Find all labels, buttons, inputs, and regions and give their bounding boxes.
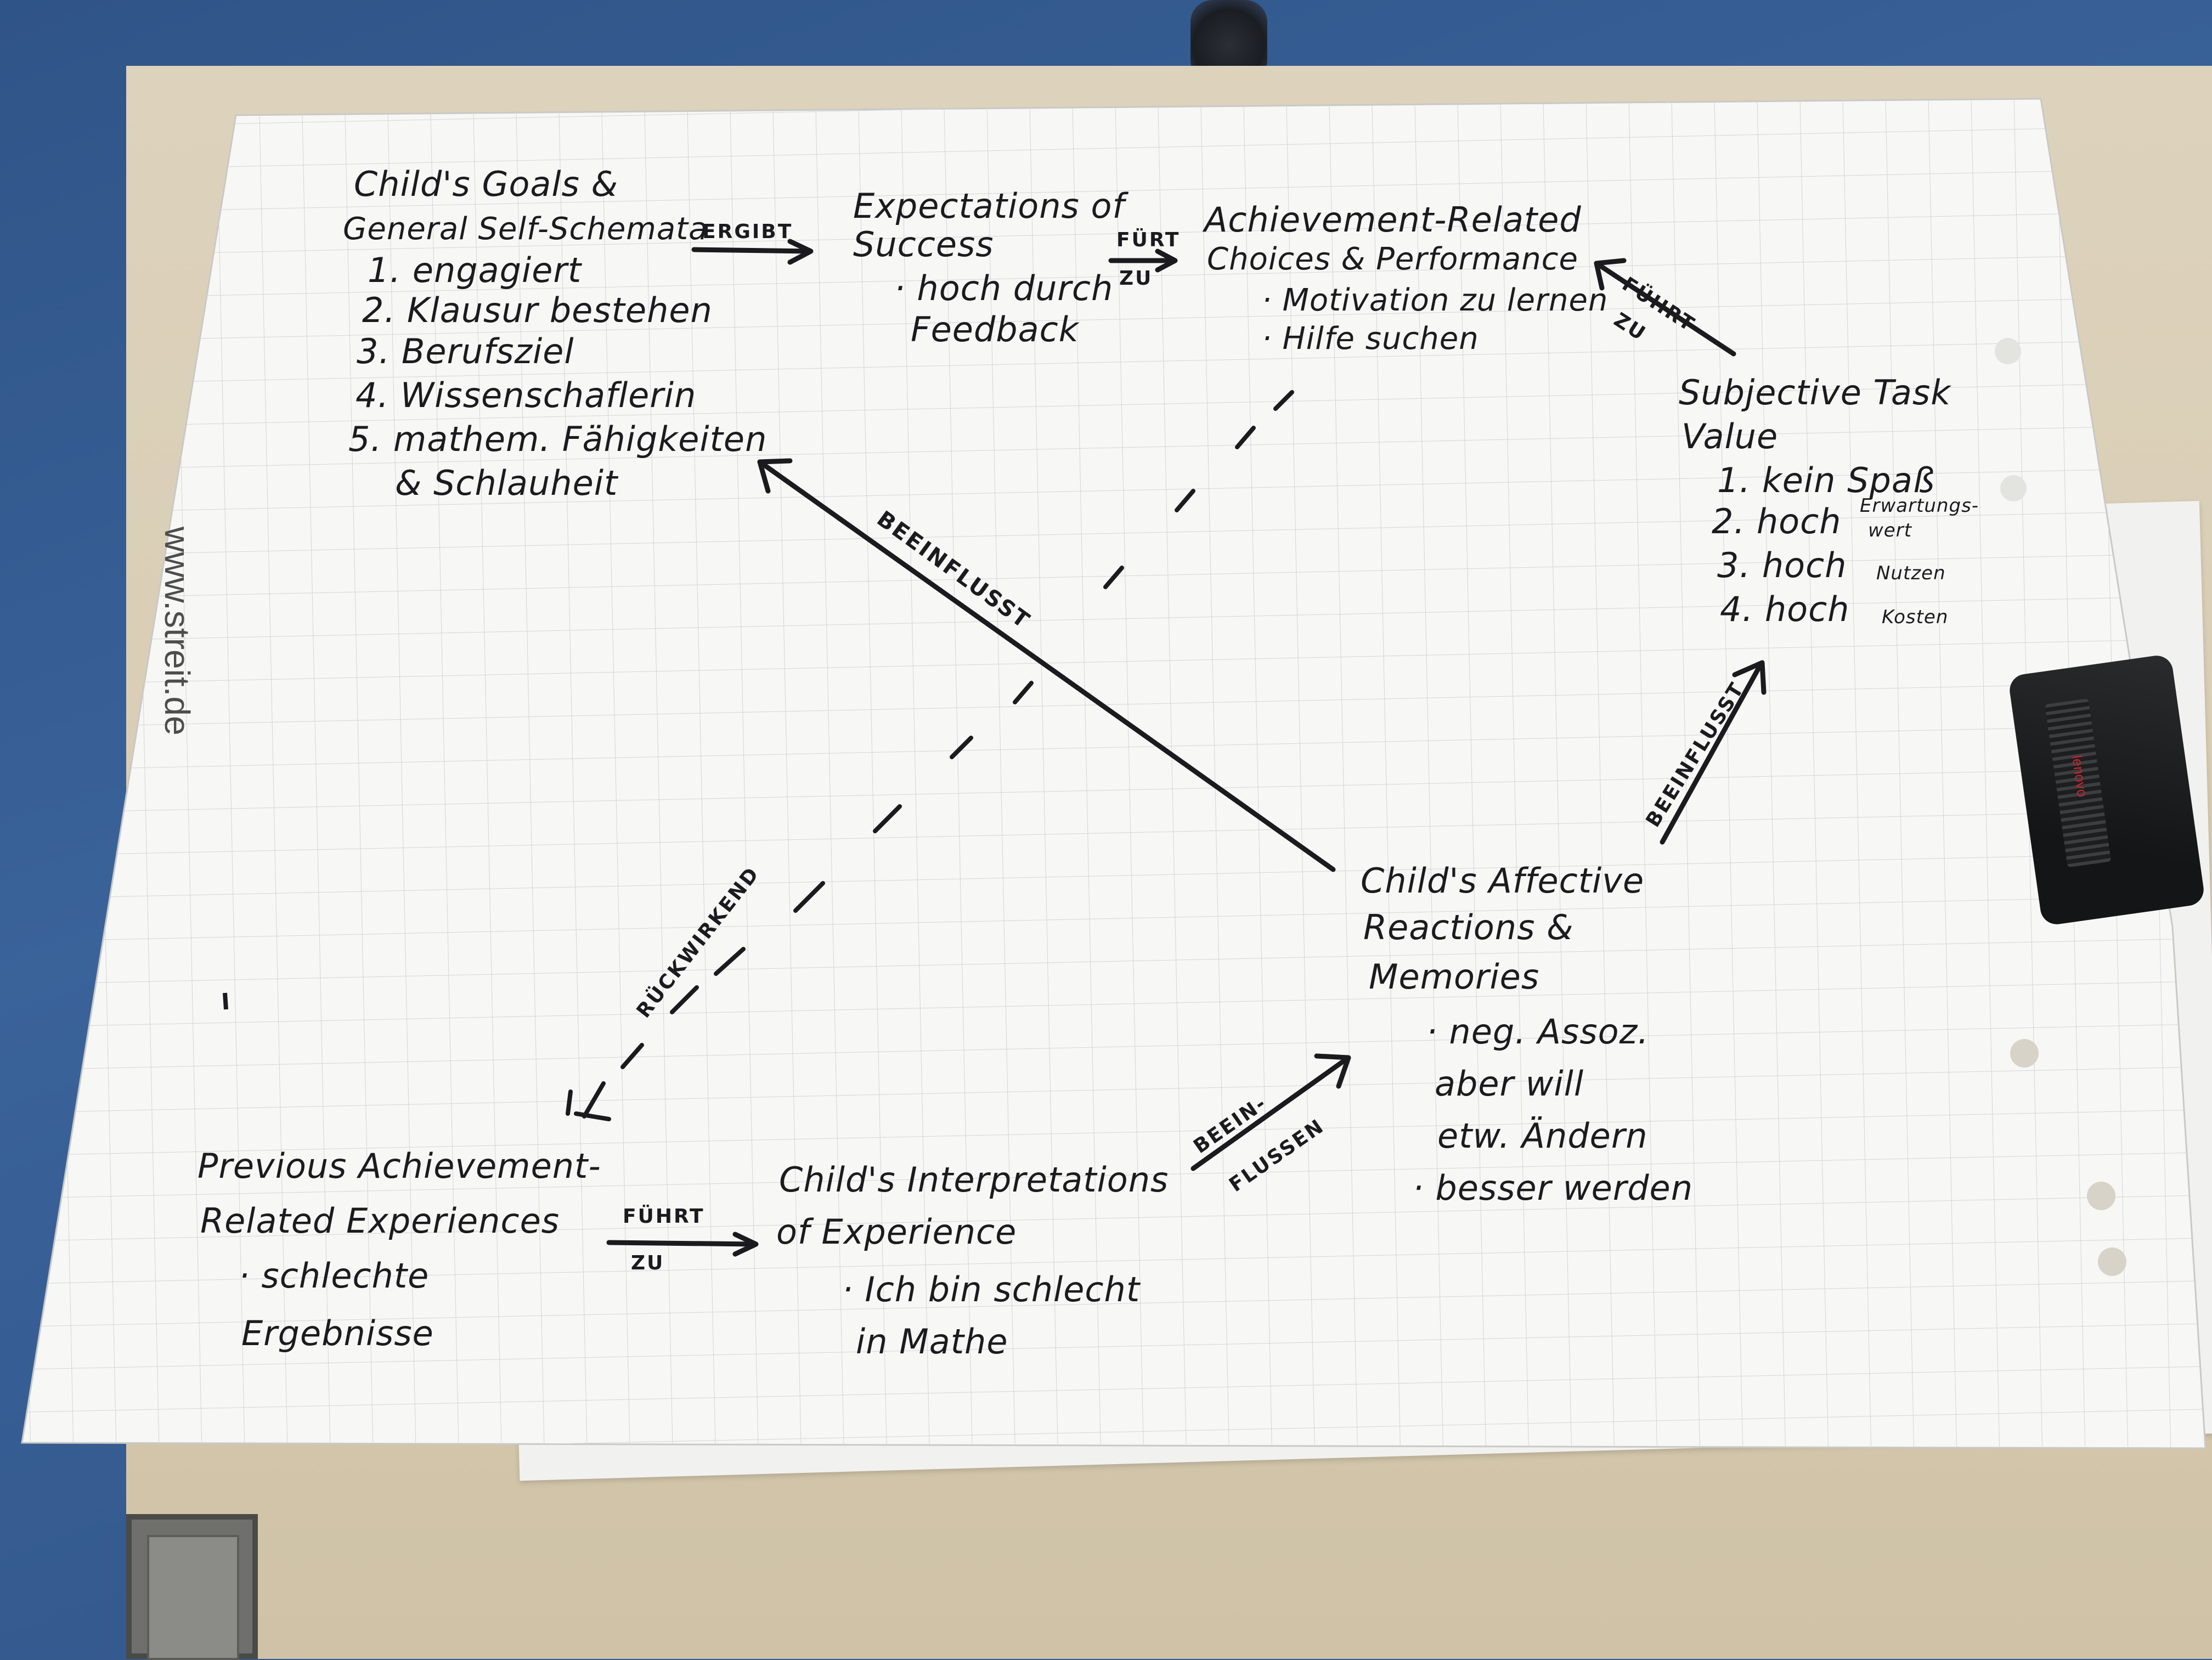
value-item-3: 3. hoch (1717, 545, 1847, 585)
edge-label-fuehrt-bottom: FÜHRT (623, 1205, 705, 1228)
expectations-item-2: Feedback (911, 309, 1079, 349)
goals-item-5: 5. mathem. Fähigkeiten (348, 419, 768, 459)
previous-item-1: · schlechte (239, 1256, 430, 1296)
punch-hole (2000, 475, 2027, 501)
edge-label-fuehrt-bottom-zu: ZU (631, 1252, 665, 1274)
arrow-fuehrt-zu-bottom (606, 1240, 757, 1247)
interpretations-item-1: · Ich bin schlecht (842, 1269, 1141, 1309)
arrow-beeinflusst-goals (757, 459, 1336, 872)
edge-label-fuert: FÜRT (1116, 229, 1181, 251)
outlet-cover (147, 1535, 239, 1660)
previous-item-2: Ergebnisse (241, 1313, 434, 1353)
affective-item-3: etw. Ändern (1437, 1116, 1648, 1156)
previous-title-1: Previous Achievement- (198, 1146, 601, 1186)
value-title-2: Value (1681, 416, 1779, 456)
floor-outlet (126, 1514, 258, 1660)
expectations-title-2: Success (853, 224, 994, 264)
value-item-4: 4. hoch (1720, 589, 1850, 629)
choices-item-2: · Hilfe suchen (1262, 321, 1479, 357)
punch-hole (2087, 1182, 2115, 1210)
laptop-charger: lenovo (2007, 653, 2206, 927)
goals-item-3: 3. Berufsziel (357, 331, 574, 371)
arrow-ergibt (691, 247, 812, 254)
value-note-3: Nutzen (1876, 562, 1946, 584)
goals-item-6: & Schlauheit (395, 463, 618, 503)
previous-title-2: Related Experiences (200, 1201, 560, 1241)
value-item-2: 2. hoch (1712, 501, 1842, 541)
expectations-title-1: Expectations of (853, 186, 1125, 226)
value-item-1: 1. kein Spaß (1717, 460, 1935, 500)
affective-title-3: Memories (1369, 957, 1540, 997)
goals-item-4: 4. Wissenschaflerin (356, 375, 697, 415)
watermark-url: www.streit.de (157, 527, 197, 736)
affective-item-4: · besser werden (1413, 1168, 1693, 1208)
goals-title-2: General Self-Schemata (343, 211, 708, 247)
dashed-line-rueckwirkend (566, 390, 1294, 1121)
interpretations-title-1: Child's Interpretations (779, 1160, 1169, 1200)
value-note-2: wert (1868, 520, 1912, 541)
affective-item-1: · neg. Assoz. (1426, 1012, 1649, 1052)
value-title-1: Subjective Task (1679, 372, 1951, 413)
edge-label-ergibt: ERGIBT (702, 221, 793, 243)
punch-hole (2010, 1039, 2039, 1068)
arrow-beeinflusst-value (1660, 661, 1764, 845)
expectations-item-1: · hoch durch (894, 268, 1114, 308)
choices-item-1: · Motivation zu lernen (1262, 283, 1609, 318)
arrow-fuehrt-zu-choices (1594, 261, 1736, 357)
goals-title-1: Child's Goals & (354, 164, 618, 204)
value-note-1: Erwartungs- (1860, 495, 1979, 517)
punch-hole (1995, 338, 2021, 364)
interpretations-title-2: of Experience (776, 1212, 1017, 1252)
edge-label-fuert-zu: ZU (1119, 267, 1153, 290)
stray-mark (223, 992, 228, 1010)
affective-title-2: Reactions & (1363, 907, 1574, 947)
interpretations-item-2: in Mathe (856, 1322, 1008, 1362)
arrow-beeinflussen (1190, 1056, 1350, 1171)
value-note-4: Kosten (1882, 606, 1949, 628)
choices-title-2: Choices & Performance (1207, 241, 1578, 277)
goals-item-1: 1. engagiert (368, 250, 582, 290)
punch-hole (2098, 1247, 2126, 1276)
choices-title-1: Achievement-Related (1204, 200, 1582, 240)
goals-item-2: 2. Klausur bestehen (362, 290, 713, 330)
affective-item-2: aber will (1435, 1064, 1584, 1104)
affective-title-1: Child's Affective (1361, 861, 1645, 901)
